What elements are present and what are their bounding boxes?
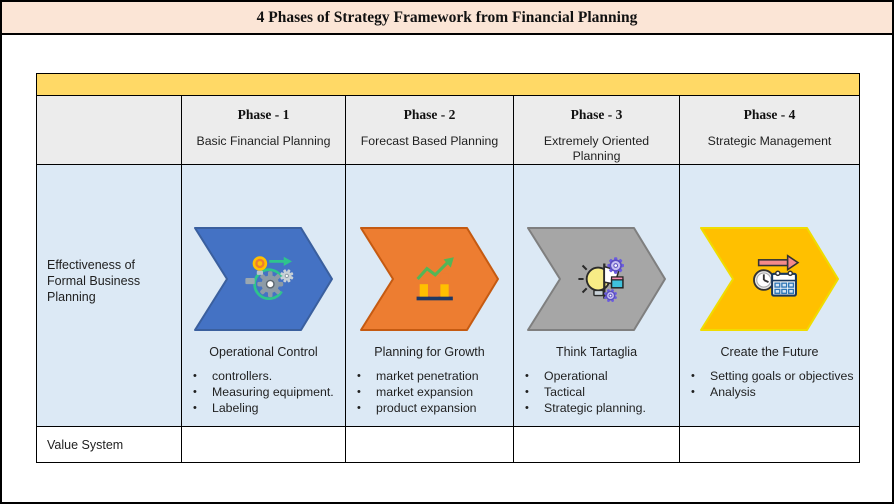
phase-1-name: Phase - 1: [237, 107, 290, 122]
row-label-value-system: Value System: [37, 427, 182, 462]
framework-table: Phase - 1 Basic Financial Planning Phase…: [36, 73, 860, 463]
clock-calendar-arrow-icon: [752, 254, 799, 297]
chevron-shape: [360, 227, 499, 331]
header-cell-empty: [37, 96, 182, 165]
header-cell-phase-3: Phase - 3 Extremely Oriented Planning: [514, 96, 680, 165]
idea-gears-book-icon: [577, 257, 624, 303]
value-cell-phase-3: [514, 427, 680, 462]
phase-4-heading: Create the Future: [720, 345, 819, 359]
phase-1-subtitle: Basic Financial Planning: [196, 134, 331, 148]
phase-4-name: Phase - 4: [743, 107, 796, 122]
bullet-item: Setting goals or objectives: [680, 368, 859, 384]
row-label-effectiveness: Effectiveness of Formal Business Plannin…: [37, 165, 182, 427]
phase-3-name: Phase - 3: [570, 107, 623, 122]
title-bar: 4 Phases of Strategy Framework from Fina…: [2, 2, 892, 35]
bullet-item: Strategic planning.: [514, 400, 679, 416]
phase-3-subtitle: Extremely Oriented Planning: [543, 134, 650, 163]
phase-2-heading: Planning for Growth: [374, 345, 485, 359]
bullet-item: market expansion: [346, 384, 513, 400]
gears-lightbulb-cycle-icon: [244, 256, 293, 301]
value-cell-phase-4: [680, 427, 859, 462]
header-cell-phase-2: Phase - 2 Forecast Based Planning: [346, 96, 514, 165]
phase-3-chevron: [527, 227, 666, 331]
gold-header-bar: [36, 73, 860, 96]
body-cell-phase-3: Think Tartaglia Operational Tactical Str…: [514, 165, 680, 427]
phase-2-subtitle: Forecast Based Planning: [360, 134, 499, 148]
header-cell-phase-4: Phase - 4 Strategic Management: [680, 96, 859, 165]
bullet-item: product expansion: [346, 400, 513, 416]
bullet-item: controllers.: [182, 368, 345, 384]
value-cell-phase-2: [346, 427, 514, 462]
growth-bar-chart-icon: [415, 257, 454, 301]
framework-grid: Phase - 1 Basic Financial Planning Phase…: [36, 96, 860, 463]
phase-2-name: Phase - 2: [403, 107, 456, 122]
phase-4-subtitle: Strategic Management: [707, 134, 832, 148]
bullet-item: Labeling: [182, 400, 345, 416]
header-cell-phase-1: Phase - 1 Basic Financial Planning: [182, 96, 346, 165]
bullet-item: Operational: [514, 368, 679, 384]
bullet-item: market penetration: [346, 368, 513, 384]
body-cell-phase-2: Planning for Growth market penetration m…: [346, 165, 514, 427]
bullet-item: Tactical: [514, 384, 679, 400]
phase-3-bullets: Operational Tactical Strategic planning.: [514, 368, 679, 416]
phase-1-chevron: [194, 227, 333, 331]
phase-2-chevron: [360, 227, 499, 331]
page-title: 4 Phases of Strategy Framework from Fina…: [256, 8, 638, 26]
bullet-item: Measuring equipment.: [182, 384, 345, 400]
body-cell-phase-1: Operational Control controllers. Measuri…: [182, 165, 346, 427]
body-cell-phase-4: Create the Future Setting goals or objec…: [680, 165, 859, 427]
phase-1-heading: Operational Control: [209, 345, 318, 359]
phase-4-bullets: Setting goals or objectives Analysis: [680, 368, 859, 400]
phase-3-heading: Think Tartaglia: [555, 345, 638, 359]
phase-4-chevron: [700, 227, 839, 331]
phase-2-bullets: market penetration market expansion prod…: [346, 368, 513, 416]
phase-1-bullets: controllers. Measuring equipment. Labeli…: [182, 368, 345, 416]
value-cell-phase-1: [182, 427, 346, 462]
bullet-item: Analysis: [680, 384, 859, 400]
